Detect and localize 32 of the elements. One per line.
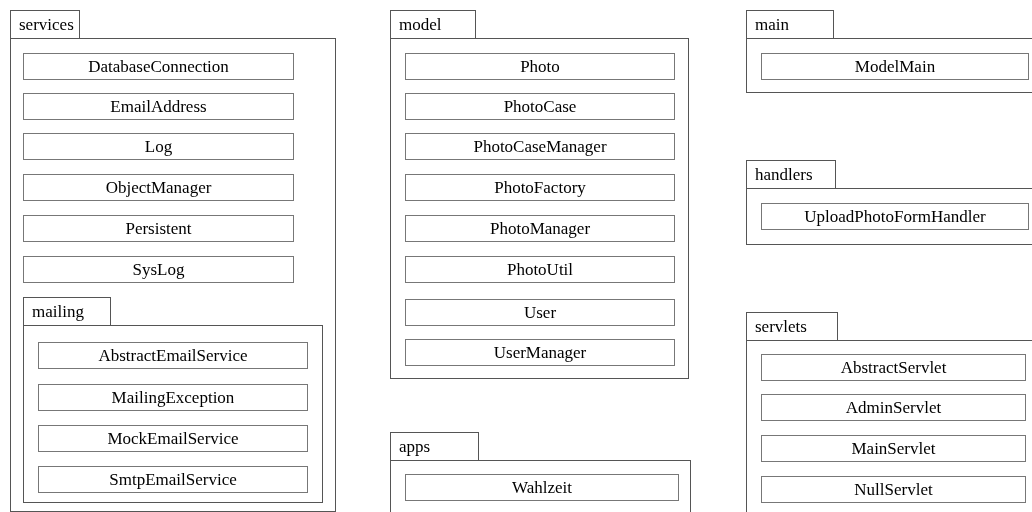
- package-tab: main: [746, 10, 834, 39]
- class-box: UploadPhotoFormHandler: [761, 203, 1029, 230]
- class-box: ModelMain: [761, 53, 1029, 80]
- class-box: Log: [23, 133, 294, 160]
- package-tab: servlets: [746, 312, 838, 341]
- class-box: Wahlzeit: [405, 474, 679, 501]
- class-box: SysLog: [23, 256, 294, 283]
- package-tab: model: [390, 10, 476, 39]
- class-box: Photo: [405, 53, 675, 80]
- class-box: DatabaseConnection: [23, 53, 294, 80]
- class-box: ObjectManager: [23, 174, 294, 201]
- package-tab: services: [10, 10, 80, 39]
- class-box: User: [405, 299, 675, 326]
- package-tab: handlers: [746, 160, 836, 189]
- class-box: PhotoFactory: [405, 174, 675, 201]
- class-box: PhotoCaseManager: [405, 133, 675, 160]
- class-box: PhotoManager: [405, 215, 675, 242]
- class-box: EmailAddress: [23, 93, 294, 120]
- package-tab: apps: [390, 432, 479, 461]
- class-box: PhotoCase: [405, 93, 675, 120]
- class-box: MockEmailService: [38, 425, 308, 452]
- class-box: MailingException: [38, 384, 308, 411]
- class-box: PhotoUtil: [405, 256, 675, 283]
- class-box: Persistent: [23, 215, 294, 242]
- class-box: NullServlet: [761, 476, 1026, 503]
- class-box: AbstractServlet: [761, 354, 1026, 381]
- class-box: MainServlet: [761, 435, 1026, 462]
- class-box: SmtpEmailService: [38, 466, 308, 493]
- package-tab: mailing: [23, 297, 111, 326]
- class-box: UserManager: [405, 339, 675, 366]
- class-box: AdminServlet: [761, 394, 1026, 421]
- class-box: AbstractEmailService: [38, 342, 308, 369]
